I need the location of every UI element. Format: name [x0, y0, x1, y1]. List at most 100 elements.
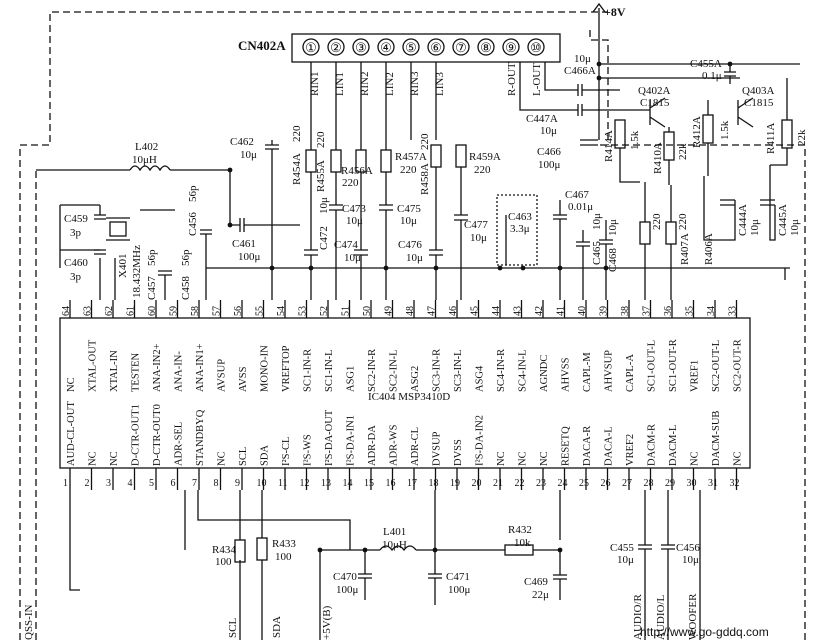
c471-label: C471 — [446, 571, 470, 583]
junction-dot — [727, 61, 733, 67]
junction-dot — [269, 265, 275, 271]
q403a-label: Q403A — [742, 85, 774, 97]
c455a-value: 0.1μ — [702, 70, 722, 82]
c474-value: 10μ — [344, 252, 361, 264]
crystal-x401 — [109, 221, 127, 237]
c459-label: C459 — [64, 213, 88, 225]
connector-pin-circle — [477, 38, 495, 56]
ic-top-pin-name: AVSUP — [217, 359, 228, 392]
ic-top-pin-name: AHVSS — [561, 357, 572, 392]
c447a-label: C447A — [526, 113, 558, 125]
connector-pin-number: ④ — [380, 40, 392, 55]
ic-top-pins: 64NC63XTAL-OUT62XTAL-IN61TESTEN60ANA-IN2… — [61, 300, 744, 392]
ic-bottom-pin-name: NC — [217, 451, 228, 466]
ic-bottom-pin-number: 28 — [644, 478, 654, 489]
connector-pin-number: ⑨ — [505, 40, 517, 55]
ic-top-pin-name: CAPL-M — [582, 352, 593, 392]
c477-value: 10μ — [470, 232, 487, 244]
x401-label: X401 — [117, 254, 129, 278]
r410a-label: R410A — [652, 142, 664, 174]
r457a-value: 220 — [400, 164, 417, 176]
c470-value: 100μ — [336, 584, 359, 596]
ic-top-pin-name: SC4-IN-R — [496, 349, 507, 392]
c466-value: 100μ — [538, 159, 561, 171]
connector-signal-label: RIN2 — [359, 72, 371, 96]
connector-signal-label: LIN2 — [384, 72, 396, 96]
r434-value: 100 — [215, 556, 232, 568]
ic-top-pin-number: 37 — [642, 306, 653, 316]
c474-label: C474 — [334, 239, 358, 251]
c458-value: 56p — [180, 249, 192, 266]
r434-label: R434 — [212, 544, 236, 556]
c444a-value: 10μ — [749, 219, 761, 236]
r414a-value: 1.5k — [629, 130, 641, 150]
ic-top-pin-name: SC4-IN-L — [518, 349, 529, 392]
connector-pin-number: ⑥ — [430, 40, 442, 55]
watermark: http://www.go-gddq.com — [640, 625, 769, 639]
c473-value: 10μ — [346, 215, 363, 227]
ic-top-pin-number: 33 — [728, 306, 739, 316]
ic-top-pin-number: 34 — [706, 306, 717, 316]
ic-bottom-pin-name: I²S-WS — [303, 434, 314, 466]
c461-value: 100μ — [238, 251, 261, 263]
ic-bottom-pin-name: ADR-SEL — [174, 422, 185, 466]
ic-name: IC404 MSP3410D — [368, 391, 450, 403]
connector-pin-circle — [527, 38, 545, 56]
connector-pin-number: ③ — [355, 40, 367, 55]
ic-top-pin-name: SC3-IN-L — [453, 349, 464, 392]
ic-top-pin-number: 40 — [577, 306, 588, 316]
ic-top-pin-name: SC2-IN-R — [367, 349, 378, 392]
ic-bottom-pin-name: SCL — [238, 447, 249, 466]
ic-top-pin-number: 57 — [212, 306, 223, 316]
connector-pin-number: ⑩ — [530, 40, 542, 55]
junction-dots — [227, 61, 733, 553]
c455a-label: C455A — [690, 58, 722, 70]
ic-top-pin-name: SC1-IN-L — [324, 349, 335, 392]
c462-value: 10μ — [240, 149, 257, 161]
connector-pin-number: ① — [305, 40, 317, 55]
r412a-value: 1.5k — [719, 120, 731, 140]
connector-signal-label: RIN3 — [409, 71, 421, 96]
ic-bottom-pin-number: 1 — [63, 478, 68, 489]
ic-bottom-pin-number: 23 — [536, 478, 546, 489]
c462-label: C462 — [230, 136, 254, 148]
ic-top-pin-name: SC2-IN-L — [389, 349, 400, 392]
ic-top-pin-name: SC1-OUT-L — [647, 340, 658, 392]
l402-label: L402 — [135, 141, 158, 153]
c463-label: C463 — [508, 211, 532, 223]
ic-bottom-pins: 1AUD-CL-OUT2NC3NC4D-CTR-OUT15D-CTR-OUT06… — [63, 401, 744, 490]
junction-dot — [308, 265, 314, 271]
connector-pin-circle — [352, 38, 370, 56]
ic-bottom-pin-name: I²S-DA-OUT — [324, 409, 335, 466]
l401-value: 10μH — [382, 539, 407, 551]
ic-top-pin-name: AVSS — [238, 366, 249, 392]
ic-bottom-pin-number: 3 — [106, 478, 111, 489]
ic-top-pin-number: 54 — [276, 306, 287, 316]
connector-signal-label: L-OUT — [531, 63, 543, 96]
sda-label: SDA — [271, 616, 283, 638]
connector-signal-label: LIN1 — [334, 72, 346, 96]
c447a-value: 10μ — [540, 125, 557, 137]
c466-label: C466 — [537, 146, 561, 158]
connector-signal-label: LIN3 — [434, 72, 446, 96]
r459a-value: 220 — [474, 164, 491, 176]
audio-r-label: AUDIO/R — [632, 594, 644, 640]
ic-bottom-pin-name: NC — [109, 451, 120, 466]
ic-bottom-pin-name: I²S-DA-IN2 — [475, 415, 486, 466]
ic-top-pin-name: ASG4 — [475, 365, 486, 392]
woofer-label: WOOFER — [687, 593, 699, 640]
ic-top-pin-number: 39 — [599, 306, 610, 316]
ic-top-pin-name: CAPL-A — [625, 354, 636, 392]
c472-value: 10μ — [318, 197, 330, 214]
r454a-value: 220 — [291, 125, 303, 142]
c457-label: C457 — [146, 276, 158, 300]
ic-top-pin-number: 55 — [255, 306, 266, 316]
ic-top-pin-number: 52 — [319, 306, 330, 316]
r458a-value: 220 — [419, 133, 431, 150]
c476-label: C476 — [398, 239, 422, 251]
junction-dot — [227, 222, 233, 228]
r411a-label: R411A — [765, 123, 777, 154]
ic-bottom-pin-number: 30 — [687, 478, 697, 489]
ic-bottom-pin-name: DACM-L — [668, 425, 679, 466]
